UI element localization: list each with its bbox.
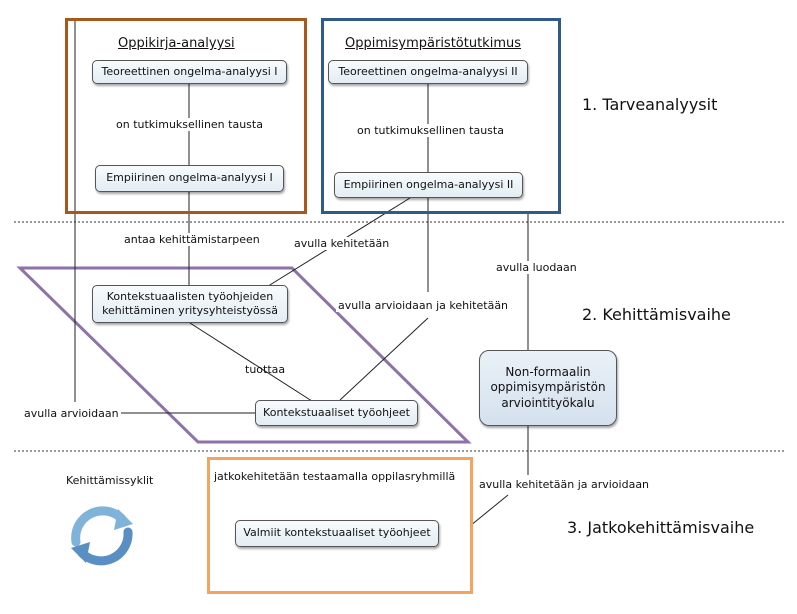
textbook-analysis-title: Oppikirja-analyysi	[118, 36, 235, 51]
phase-2-label: 2. Kehittämisvaihe	[582, 305, 731, 324]
development-parallelogram	[16, 266, 472, 444]
development-process-line-1: Kontekstuaalisten työohjeiden	[106, 289, 274, 303]
phase-3-label: 3. Jatkokehittämisvaihe	[567, 518, 755, 537]
research-background-label-2: on tutkimuksellinen tausta	[355, 124, 506, 137]
assessed-with-label: avulla arvioidaan	[22, 407, 121, 420]
development-cycles-label: Kehittämissyklit	[66, 474, 154, 487]
theory-analysis-1-box: Teoreettinen ongelma-analyysi I	[92, 60, 287, 84]
assessment-tool-line-2: oppimisympäristön	[490, 380, 606, 395]
assessment-tool-line-1: Non-formaalin	[505, 364, 591, 379]
further-development-label: jatkokehitetään testaamalla oppilasryhmi…	[214, 470, 456, 483]
empirical-analysis-2-box: Empiirinen ongelma-analyysi II	[334, 172, 523, 198]
development-process-box: Kontekstuaalisten työohjeiden kehittämin…	[92, 285, 288, 323]
further-development-frame	[207, 457, 473, 594]
connector-assessed-developed-bottom	[339, 317, 429, 401]
assessment-tool-box: Non-formaalin oppimisympäristön arvioint…	[479, 350, 617, 426]
assessment-tool-line-3: arviointityökalu	[501, 395, 595, 410]
produces-label: tuottaa	[245, 363, 286, 376]
developed-with-label: avulla kehitetään	[292, 237, 392, 250]
gives-need-label: antaa kehittämistarpeen	[122, 233, 262, 246]
connector-produces	[189, 322, 316, 404]
development-process-line-2: kehittäminen yritysyhteistyössä	[102, 304, 278, 317]
theory-analysis-2-box: Teoreettinen ongelma-analyysi II	[328, 60, 528, 84]
empirical-analysis-1-box: Empiirinen ongelma-analyysi I	[95, 165, 284, 192]
phase-1-label: 1. Tarveanalyysit	[582, 95, 718, 114]
assessed-and-developed-label: avulla arvioidaan ja kehitetään	[336, 299, 511, 312]
environment-study-frame	[321, 18, 561, 214]
connector-tool-to-final	[469, 494, 509, 527]
textbook-analysis-frame	[65, 18, 307, 214]
contextual-instructions-box: Kontekstuaaliset työohjeet	[255, 400, 418, 426]
developed-and-assessed-label: avulla kehitetään ja arvioidaan	[479, 478, 650, 491]
cycle-icon	[71, 506, 133, 566]
final-instructions-box: Valmiit kontekstuaaliset työohjeet	[235, 520, 439, 547]
research-background-label-1: on tutkimuksellinen tausta	[114, 118, 265, 131]
environment-study-title: Oppimisympäristötutkimus	[345, 36, 522, 51]
created-with-label: avulla luodaan	[494, 261, 579, 274]
